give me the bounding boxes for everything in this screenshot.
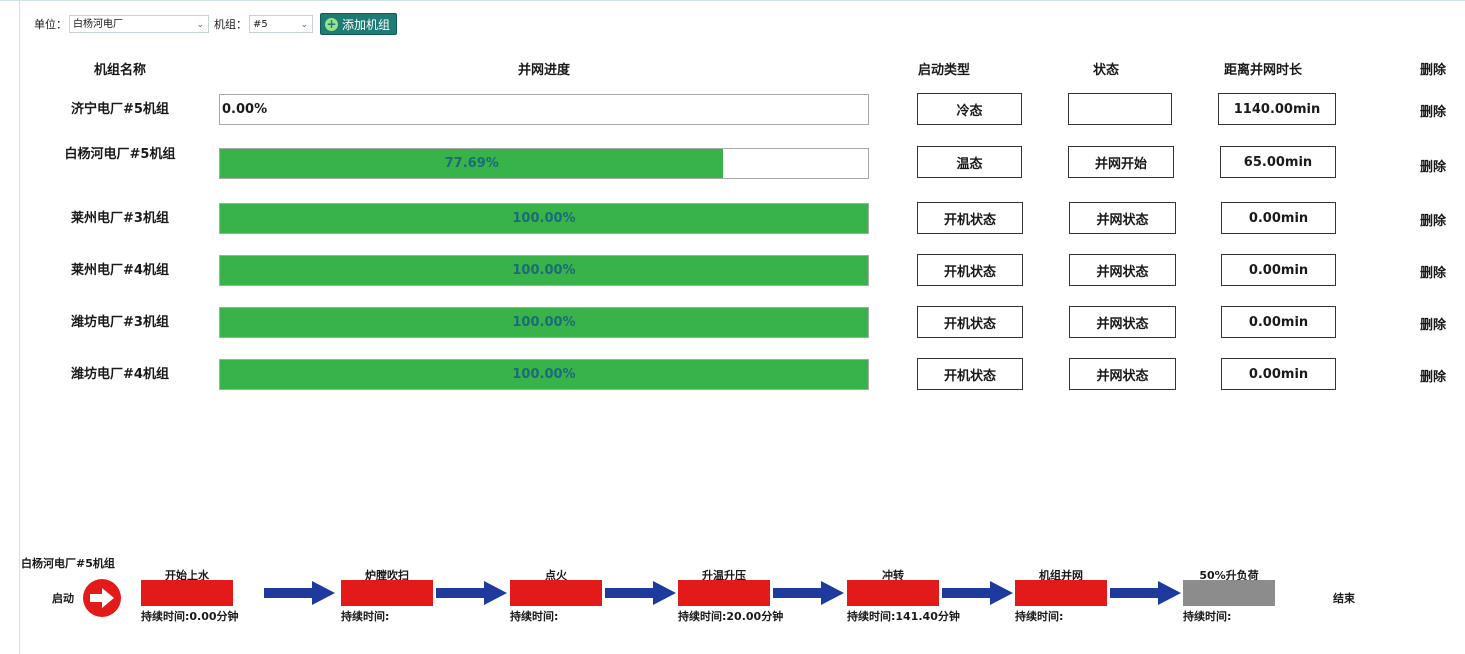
progress-fill <box>220 204 868 233</box>
stage-label: 50%升负荷 <box>1199 569 1259 582</box>
filter-toolbar: 单位： 白杨河电厂 ⌄ 机组： #5 ⌄ + 添加机组 <box>34 13 398 35</box>
progress-bar: 100.00% <box>219 359 869 390</box>
status-box: 并网状态 <box>1069 254 1176 286</box>
left-border <box>19 0 20 654</box>
stage-duration: 持续时间: <box>1183 610 1232 623</box>
arrow-right-icon <box>942 581 1013 605</box>
header-time-left: 距离并网时长 <box>1223 63 1302 78</box>
stage-duration: 持续时间:0.00分钟 <box>141 610 239 623</box>
status-box: 并网状态 <box>1069 358 1176 390</box>
stage-label: 点火 <box>545 569 567 582</box>
arrow-right-icon <box>1110 581 1181 605</box>
progress-bar: 100.00% <box>219 255 869 286</box>
generator-select-value: #5 <box>253 19 268 30</box>
stage-box <box>1183 580 1275 606</box>
stage-duration: 持续时间:141.40分钟 <box>847 610 960 623</box>
stage-box <box>847 580 939 606</box>
header-name: 机组名称 <box>93 63 146 78</box>
start-type-box: 冷态 <box>917 93 1022 125</box>
unit-name: 白杨河电厂#5机组 <box>64 147 176 162</box>
progress-bar: 0.00% <box>219 94 869 125</box>
stage-label: 开始上水 <box>165 569 209 582</box>
delete-button[interactable]: 删除 <box>1419 318 1446 333</box>
time-left-box: 0.00min <box>1221 254 1336 286</box>
status-box <box>1068 93 1172 125</box>
plus-icon: + <box>325 16 338 31</box>
stage-box <box>1015 580 1107 606</box>
stage-duration: 持续时间:20.00分钟 <box>678 610 784 623</box>
add-generator-button[interactable]: + 添加机组 <box>320 13 398 35</box>
progress-bar: 77.69% <box>219 148 869 179</box>
progress-bar: 100.00% <box>219 203 869 234</box>
chevron-down-icon: ⌄ <box>300 20 308 30</box>
start-label: 启动 <box>52 592 74 605</box>
status-box: 并网状态 <box>1069 202 1176 234</box>
stage-box <box>510 580 602 606</box>
time-left-box: 0.00min <box>1221 306 1336 338</box>
progress-fill <box>220 308 868 337</box>
delete-button[interactable]: 删除 <box>1419 266 1446 281</box>
unit-name: 潍坊电厂#3机组 <box>71 315 169 330</box>
progress-label: 100.00% <box>512 211 576 226</box>
status-box: 并网开始 <box>1068 146 1174 178</box>
delete-button[interactable]: 删除 <box>1419 370 1446 385</box>
progress-label: 77.69% <box>444 156 499 171</box>
stage-box <box>678 580 770 606</box>
unit-name: 潍坊电厂#4机组 <box>71 367 169 382</box>
unit-select[interactable]: 白杨河电厂 ⌄ <box>69 15 209 33</box>
stage-label: 机组并网 <box>1039 569 1083 582</box>
unit-name: 莱州电厂#4机组 <box>71 263 169 278</box>
progress-label: 100.00% <box>512 367 576 382</box>
status-box: 并网状态 <box>1069 306 1176 338</box>
unit-name: 莱州电厂#3机组 <box>71 211 169 226</box>
start-type-box: 温态 <box>917 146 1022 178</box>
progress-bar: 100.00% <box>219 307 869 338</box>
start-type-box: 开机状态 <box>917 306 1023 338</box>
arrow-right-icon <box>605 581 676 605</box>
delete-button[interactable]: 删除 <box>1419 105 1446 120</box>
delete-button[interactable]: 删除 <box>1419 160 1446 175</box>
arrow-right-icon <box>436 581 507 605</box>
time-left-box: 0.00min <box>1221 358 1336 390</box>
end-label: 结束 <box>1333 592 1355 605</box>
stage-label: 升温升压 <box>702 569 746 582</box>
progress-label: 0.00% <box>222 102 268 117</box>
unit-label: 单位： <box>34 18 67 31</box>
header-status: 状态 <box>1092 63 1119 78</box>
stage-label: 冲转 <box>882 569 904 582</box>
header-start-type: 启动类型 <box>917 63 970 78</box>
progress-label: 100.00% <box>512 315 576 330</box>
generator-label: 机组： <box>214 18 247 31</box>
header-delete: 删除 <box>1419 63 1446 78</box>
start-type-box: 开机状态 <box>917 254 1023 286</box>
stage-duration: 持续时间: <box>1015 610 1064 623</box>
time-left-box: 0.00min <box>1221 202 1336 234</box>
stage-duration: 持续时间: <box>341 610 390 623</box>
time-left-box: 65.00min <box>1220 146 1336 178</box>
start-arrow-icon[interactable] <box>82 578 122 618</box>
start-type-box: 开机状态 <box>917 358 1023 390</box>
stage-box <box>341 580 433 606</box>
header-progress: 并网进度 <box>517 63 570 78</box>
unit-name: 济宁电厂#5机组 <box>71 102 169 117</box>
progress-fill <box>220 360 868 389</box>
unit-select-value: 白杨河电厂 <box>73 19 123 30</box>
flow-title: 白杨河电厂#5机组 <box>21 557 115 570</box>
start-type-box: 开机状态 <box>917 202 1023 234</box>
chevron-down-icon: ⌄ <box>196 20 204 30</box>
add-generator-label: 添加机组 <box>342 17 391 32</box>
generator-select[interactable]: #5 ⌄ <box>249 15 313 33</box>
progress-fill <box>220 149 724 178</box>
stage-duration: 持续时间: <box>510 610 559 623</box>
time-left-box: 1140.00min <box>1218 93 1336 125</box>
arrow-right-icon <box>773 581 844 605</box>
progress-label: 100.00% <box>512 263 576 278</box>
top-border <box>0 0 1465 1</box>
stage-box <box>141 580 233 606</box>
arrow-right-icon <box>264 581 335 605</box>
progress-fill <box>220 256 868 285</box>
delete-button[interactable]: 删除 <box>1419 214 1446 229</box>
stage-label: 炉膛吹扫 <box>365 569 409 582</box>
